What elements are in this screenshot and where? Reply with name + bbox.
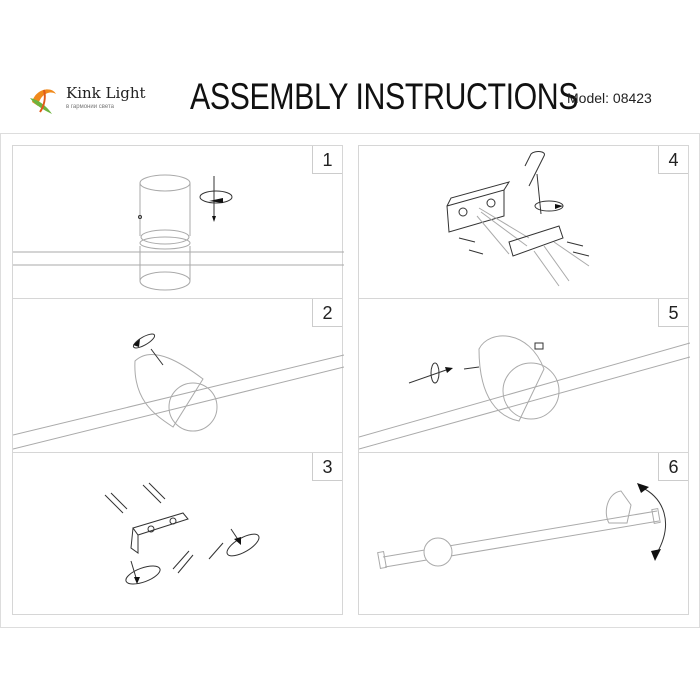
step-6-illustration: [377, 483, 666, 569]
step-4-illustration: [446, 151, 590, 287]
step-4-panel: 4: [358, 145, 689, 299]
model-number: Model: 08423: [567, 90, 652, 106]
step-1-panel: 1: [12, 145, 344, 299]
step-number: 6: [658, 453, 688, 481]
step-number: 2: [312, 299, 342, 327]
step-number: 1: [312, 146, 342, 174]
step-number: 4: [658, 146, 688, 174]
step-1-illustration: [13, 174, 344, 291]
logo-icon: [30, 89, 56, 114]
step-number: 5: [658, 299, 688, 327]
step-3-illustration: [104, 482, 260, 585]
page-title: ASSEMBLY INSTRUCTIONS: [190, 76, 579, 117]
brand-tagline: в гармонии света: [66, 104, 115, 110]
brand-logo: Kink Light в гармонии света: [26, 80, 156, 120]
brand-name: Kink Light: [66, 84, 146, 102]
step-number: 3: [312, 453, 342, 481]
step-5-panel: 5: [358, 298, 690, 453]
step-6-panel: 6: [358, 452, 689, 615]
step-2-illustration: [13, 333, 344, 450]
step-5-illustration: [359, 335, 690, 450]
step-3-panel: 3: [12, 452, 343, 615]
step-2-panel: 2: [12, 298, 344, 453]
